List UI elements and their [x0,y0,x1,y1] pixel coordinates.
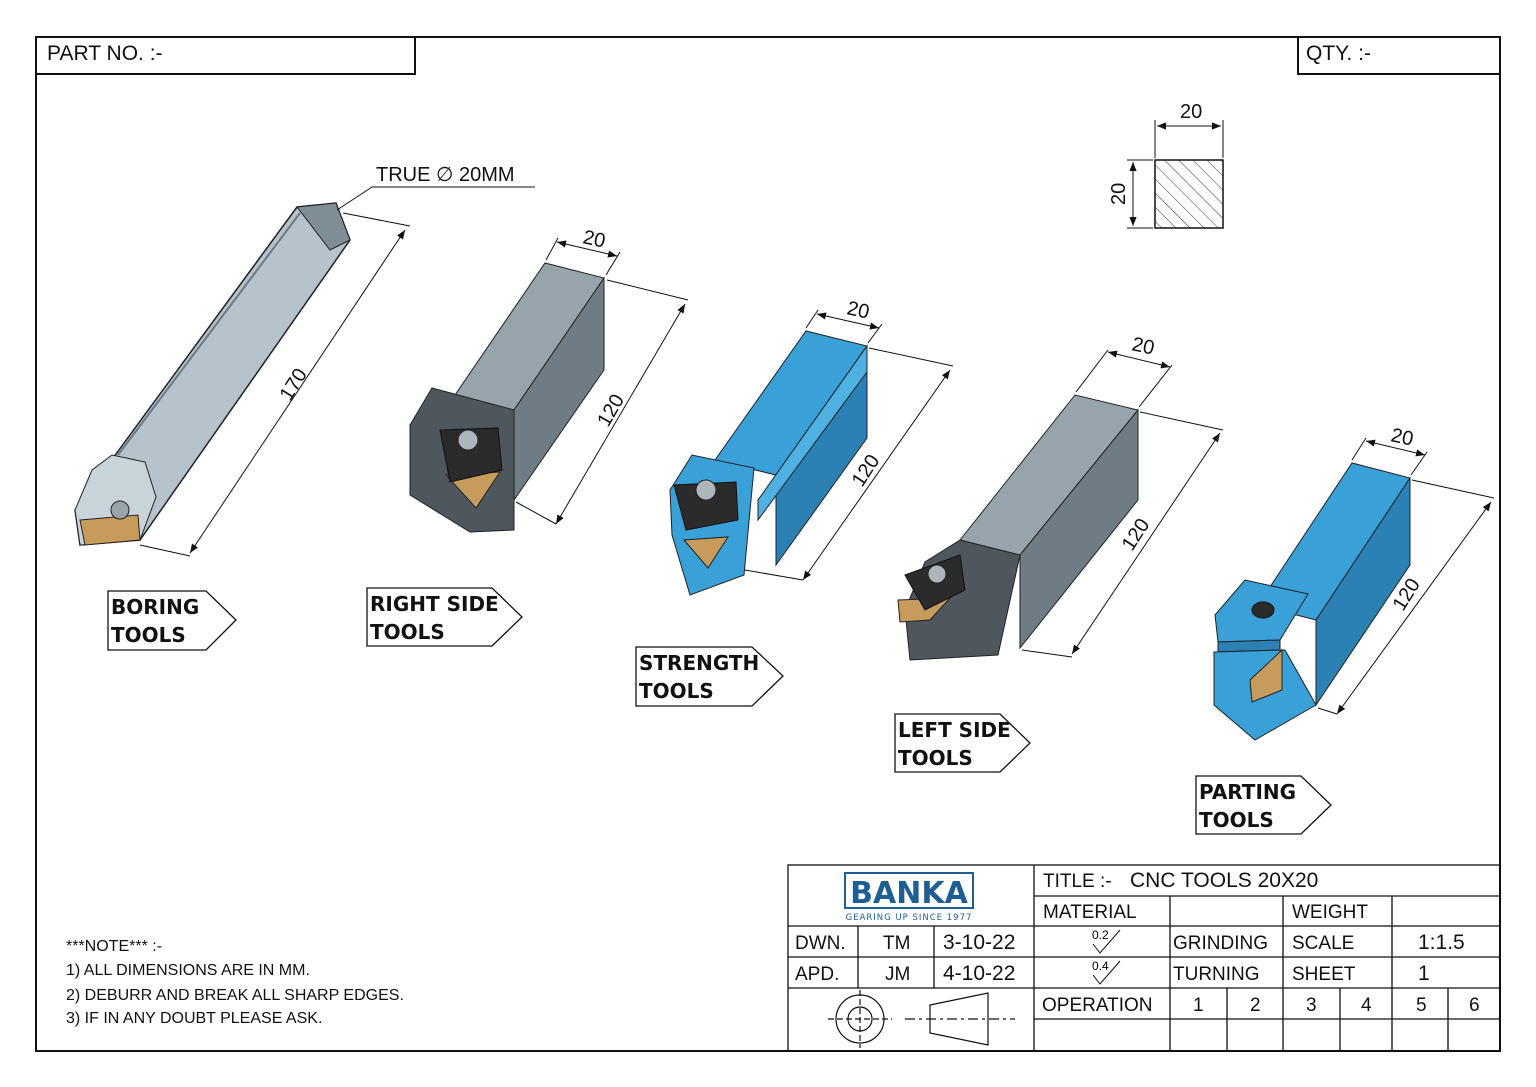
ls-ext-a [1075,349,1109,393]
ls-width-dim-line [1107,350,1171,369]
projection-symbol [828,990,1015,1048]
boring-length-dim-line [189,229,406,554]
logo-text: BANKA [850,876,968,911]
ls-width-dim: 20 [1130,333,1156,359]
parting-label-line1: PARTING [1199,780,1296,804]
qty-label: QTY. :- [1306,42,1371,65]
rs-width-dim-line [556,240,618,258]
st-width-dim-line [816,312,880,330]
ls-length-dim-line [1071,432,1221,655]
grinding-finish-symbol [1092,929,1121,954]
right-side-label-line2: TOOLS [370,620,445,644]
sheet-label: SHEET [1292,964,1356,985]
logo-tagline: GEARING UP SINCE 1977 [846,913,973,923]
rs-ext-b [605,251,621,276]
left-side-tool-drawing [897,394,1139,661]
pt-ext-b [1410,451,1428,476]
operation-3: 3 [1306,995,1317,1016]
rs-width-dim: 20 [581,226,607,252]
operation-label: OPERATION [1042,995,1153,1016]
boring-leader [336,186,373,211]
st-width-dim: 20 [845,297,871,323]
section-width-dim: 20 [1180,101,1202,123]
operation-2: 2 [1250,995,1261,1016]
scale-label: SCALE [1292,933,1354,954]
ls-ext-b [1138,364,1173,408]
strength-tool-drawing [669,330,868,596]
operation-4: 4 [1361,995,1372,1016]
note-item-2: 2) DEBURR AND BREAK ALL SHARP EDGES. [66,987,404,1004]
pt-ext-d [1317,707,1338,715]
rs-ext-c [606,279,689,301]
section-height-dim: 20 [1108,183,1130,205]
rs-length-dim: 120 [593,391,629,431]
part-no-label: PART NO. :- [47,42,163,65]
right-side-label-flag: RIGHT SIDE TOOLS [366,587,523,647]
rs-length-dim-line [555,303,686,525]
boring-note: TRUE ∅ 20MM [376,164,515,186]
part-no-box [35,36,416,75]
strength-label-flag: STRENGTH TOOLS [635,646,784,707]
strength-label-line2: TOOLS [639,679,714,703]
ls-length-dim: 120 [1118,515,1155,555]
cross-section [1127,120,1224,229]
dwn-label: DWN. [795,933,846,954]
rs-ext-d [515,501,557,525]
operation-1: 1 [1193,995,1204,1016]
boring-ext-line-a [342,212,411,227]
ls-ext-c [1139,411,1224,431]
operation-6: 6 [1469,995,1480,1016]
boring-label-line2: TOOLS [111,623,186,647]
right-side-label-line1: RIGHT SIDE [370,592,499,616]
boring-length-dim: 170 [276,365,312,405]
apd-date: 4-10-22 [943,962,1015,985]
boring-ext-line-b [139,544,191,557]
turning-value: 0.4 [1092,959,1109,973]
turning-finish-symbol [1092,960,1121,985]
material-label: MATERIAL [1043,902,1137,923]
st-length-dim-line [802,369,951,581]
notes-heading: ***NOTE*** :- [66,938,163,955]
company-logo: BANKA GEARING UP SINCE 1977 [844,872,974,923]
parting-label-line2: TOOLS [1199,808,1274,832]
dwn-date: 3-10-22 [943,931,1015,954]
st-ext-b [867,323,883,344]
weight-label: WEIGHT [1292,902,1368,923]
pt-width-dim-line [1365,439,1426,457]
st-ext-d [744,569,804,581]
parting-label-flag: PARTING TOOLS [1195,775,1332,835]
st-ext-a [805,309,819,329]
boring-label-flag: BORING TOOLS [107,590,237,651]
rs-ext-a [545,237,559,261]
operation-5: 5 [1416,995,1427,1016]
qty-box [1297,36,1501,75]
pt-length-dim-line [1336,501,1492,715]
st-ext-c [868,347,954,367]
left-side-label-flag: LEFT SIDE TOOLS [894,713,1031,773]
left-side-label-line1: LEFT SIDE [898,718,1011,742]
grinding-value: 0.2 [1092,928,1109,942]
pt-width-dim: 20 [1389,424,1415,450]
pt-ext-c [1411,479,1495,499]
title-block [787,864,1501,1052]
ls-ext-d [1021,649,1073,658]
turning-label: TURNING [1173,964,1260,985]
title-label: TITLE :- [1043,871,1112,892]
dwn-by: TM [883,933,910,954]
grinding-label: GRINDING [1173,933,1268,954]
scale-value: 1:1.5 [1418,931,1465,954]
boring-label-line1: BORING [111,595,199,619]
pt-ext-a [1351,437,1367,461]
parting-tool-drawing [1213,462,1411,741]
apd-label: APD. [795,964,839,985]
left-side-label-line2: TOOLS [898,746,973,770]
note-item-1: 1) ALL DIMENSIONS ARE IN MM. [66,962,310,979]
sheet-value: 1 [1418,962,1430,985]
sheet-border [35,36,1501,1052]
apd-by: JM [885,964,910,985]
strength-label-line1: STRENGTH [639,651,759,675]
note-item-3: 3) IF IN ANY DOUBT PLEASE ASK. [66,1010,323,1027]
drawing-title: CNC TOOLS 20X20 [1130,869,1318,892]
